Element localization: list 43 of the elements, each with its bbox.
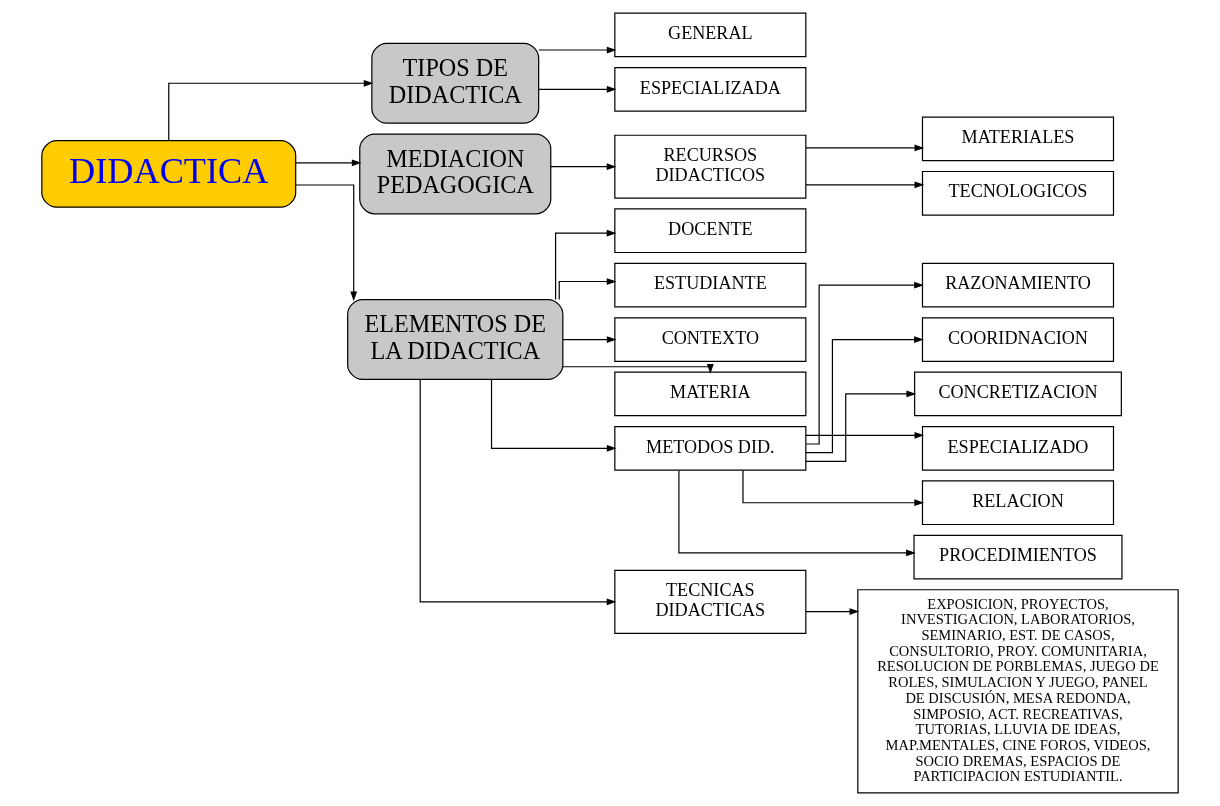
arrow xyxy=(562,364,714,374)
node-box: MEDIACION PEDAGOGICA xyxy=(359,133,552,215)
arrow xyxy=(555,229,617,301)
node-box: RELACION xyxy=(921,480,1115,526)
arrow xyxy=(490,378,617,452)
node-box: MATERIALES xyxy=(921,116,1115,162)
node-box: ESTUDIANTE xyxy=(614,262,807,308)
arrow xyxy=(805,144,925,152)
node-box: ESPECIALIZADA xyxy=(614,66,807,112)
arrow xyxy=(538,46,617,54)
arrow xyxy=(742,469,924,507)
node-box: EXPOSICION, PROYECTOS, INVESTIGACION, LABORATORIOS, SEMINARIO, EST. DE CASOS, CONSULTORIO, PROY. COMUNITARIA, RESOLUCION DE PORBLEMAS, JUEGO DE ROLES, SIMULACION Y JUEGO, PANEL DE DISCUSIÓN, MESA REDONDA, SIMPOSIO, ACT. RECREATIVAS, TUTORIAS, LLUVIA DE IDEAS, MAP.MENTALES, CINE FOROS, VIDEOS, SOCIO DREMAS, ESPACIOS DE PARTICIPACION ESTUDIANTIL. xyxy=(857,589,1179,794)
arrow xyxy=(550,163,617,171)
node-box: CONTEXTO xyxy=(614,317,807,362)
arrow xyxy=(805,336,924,454)
node-box: METODOS DID. xyxy=(614,425,807,471)
arrow xyxy=(295,159,362,167)
node-box: MATERIA xyxy=(614,371,807,417)
node-box: TECNOLOGICOS xyxy=(921,170,1115,216)
arrow xyxy=(168,79,374,142)
node-box: TECNICAS DIDACTICAS xyxy=(614,569,807,634)
node-box: PROCEDIMIENTOS xyxy=(913,534,1123,580)
arrow xyxy=(805,608,860,615)
arrow xyxy=(558,278,617,301)
arrow xyxy=(295,184,358,302)
arrow xyxy=(538,85,617,93)
node-box: RAZONAMIENTO xyxy=(921,262,1115,308)
arrow xyxy=(805,281,924,445)
arrow xyxy=(678,469,916,557)
node-box: RECURSOS DIDACTICOS xyxy=(614,134,807,199)
node-box: COORIDNACION xyxy=(921,317,1115,362)
arrow xyxy=(805,390,917,462)
node-box: CONCRETIZACION xyxy=(914,371,1122,417)
node-box: ELEMENTOS DE LA DIDACTICA xyxy=(347,299,564,381)
node-box: ESPECIALIZADO xyxy=(921,425,1115,471)
node-box: TIPOS DE DIDACTICA xyxy=(371,42,540,124)
node-box: GENERAL xyxy=(614,12,807,58)
arrow xyxy=(805,431,925,439)
node-box: DOCENTE xyxy=(614,208,807,254)
arrow xyxy=(805,181,925,189)
arrow xyxy=(419,379,617,606)
node-box: DIDACTICA xyxy=(41,140,297,208)
arrow xyxy=(562,336,617,343)
